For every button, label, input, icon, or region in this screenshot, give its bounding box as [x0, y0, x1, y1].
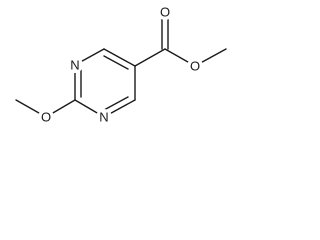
atom-o-carbonyl: O: [160, 5, 170, 20]
o-ester-bg: [187, 58, 203, 74]
atom-n-bottom: N: [99, 110, 108, 125]
molecule-canvas: N N O O O: [0, 0, 250, 138]
n-top-bg: [67, 57, 83, 73]
atom-o-ester: O: [190, 59, 200, 74]
bond-n3-c4-inner: [103, 96, 129, 111]
bond-c5-c6-inner: [103, 55, 129, 70]
n-bottom-bg: [96, 109, 112, 125]
molecule-structure: N N O O O: [15, 4, 227, 125]
o-carbonyl-bg: [157, 4, 173, 20]
o-methoxy-bg: [38, 109, 54, 125]
bond-c5-c6: [103, 48, 136, 67]
atom-n-top: N: [70, 58, 79, 73]
bond-c5-carbonyl-carbon: [134, 48, 166, 67]
atom-o-methoxy: O: [41, 110, 51, 125]
